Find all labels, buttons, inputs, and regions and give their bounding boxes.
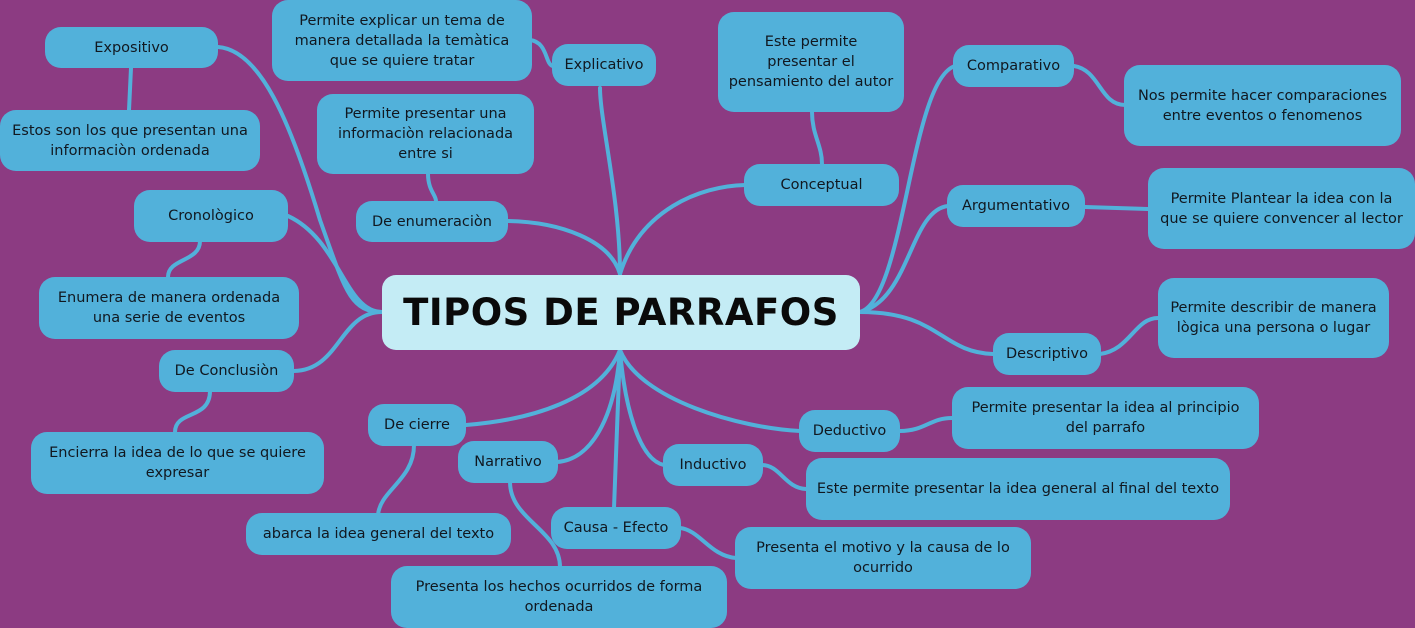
topic-descriptivo[interactable]: Descriptivo	[993, 333, 1101, 375]
central-topic[interactable]: TIPOS DE PARRAFOS	[382, 275, 860, 350]
subtopic-inductivo[interactable]: Este permite presentar la idea general a…	[806, 458, 1230, 520]
subtopic-de-cierre[interactable]: abarca la idea general del texto	[246, 513, 511, 555]
topic-de-cierre[interactable]: De cierre	[368, 404, 466, 446]
topic-comparativo[interactable]: Comparativo	[953, 45, 1074, 87]
subtopic-causa-efecto[interactable]: Presenta el motivo y la causa de lo ocur…	[735, 527, 1031, 589]
subtopic-de-conclusion[interactable]: Encierra la idea de lo que se quiere exp…	[31, 432, 324, 494]
subtopic-deductivo[interactable]: Permite presentar la idea al principio d…	[952, 387, 1259, 449]
topic-causa-efecto[interactable]: Causa - Efecto	[551, 507, 681, 549]
topic-cronologico[interactable]: Cronològico	[134, 190, 288, 242]
subtopic-expositivo[interactable]: Estos son los que presentan una informac…	[0, 110, 260, 171]
subtopic-argumentativo[interactable]: Permite Plantear la idea con la que se q…	[1148, 168, 1415, 249]
subtopic-cronologico[interactable]: Enumera de manera ordenada una serie de …	[39, 277, 299, 339]
topic-expositivo[interactable]: Expositivo	[45, 27, 218, 68]
topic-conceptual[interactable]: Conceptual	[744, 164, 899, 206]
subtopic-narrativo[interactable]: Presenta los hechos ocurridos de forma o…	[391, 566, 727, 628]
subtopic-comparativo[interactable]: Nos permite hacer comparaciones entre ev…	[1124, 65, 1401, 146]
central-topic-label: TIPOS DE PARRAFOS	[403, 290, 839, 334]
topic-narrativo[interactable]: Narrativo	[458, 441, 558, 483]
topic-de-conclusion[interactable]: De Conclusiòn	[159, 350, 294, 392]
subtopic-conceptual[interactable]: Este permite presentar el pensamiento de…	[718, 12, 904, 112]
subtopic-descriptivo[interactable]: Permite describir de manera lògica una p…	[1158, 278, 1389, 358]
topic-argumentativo[interactable]: Argumentativo	[947, 185, 1085, 227]
topic-inductivo[interactable]: Inductivo	[663, 444, 763, 486]
subtopic-de-enumeracion[interactable]: Permite presentar una informaciòn relaci…	[317, 94, 534, 174]
subtopic-explicativo[interactable]: Permite explicar un tema de manera detal…	[272, 0, 532, 81]
topic-deductivo[interactable]: Deductivo	[799, 410, 900, 452]
topic-de-enumeracion[interactable]: De enumeraciòn	[356, 201, 508, 242]
topic-explicativo[interactable]: Explicativo	[552, 44, 656, 86]
